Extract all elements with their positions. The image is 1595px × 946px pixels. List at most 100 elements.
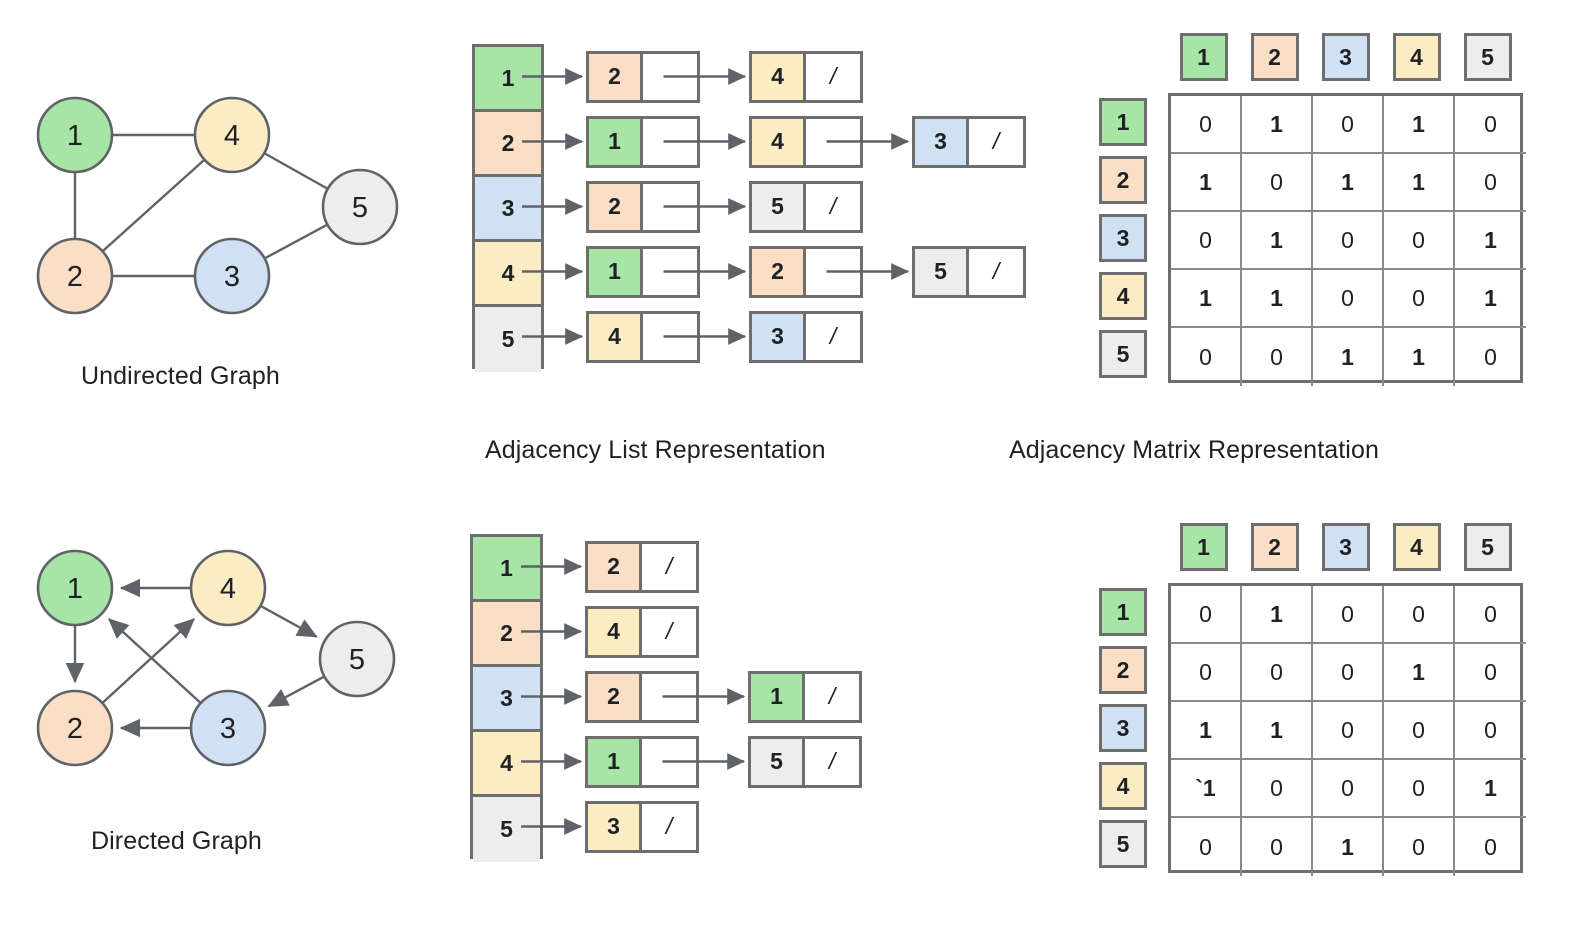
list-index-cell[interactable]: 1	[473, 537, 540, 602]
matrix-cell: 1	[1313, 154, 1384, 212]
matrix-column-header[interactable]: 1	[1179, 523, 1228, 571]
list-node[interactable]: 2	[749, 245, 863, 298]
adjacency-list-caption: Adjacency List Representation	[485, 436, 826, 464]
graph-edge	[102, 618, 195, 704]
list-node[interactable]: 1	[585, 735, 699, 788]
matrix-row-header[interactable]: 2	[1099, 646, 1147, 694]
matrix-cell: 0	[1242, 154, 1313, 212]
list-node[interactable]: 3/	[585, 800, 699, 853]
node-circle	[36, 689, 114, 767]
matrix-cell: 0	[1171, 96, 1242, 154]
list-node[interactable]: 5/	[912, 245, 1026, 298]
list-node-null-pointer: /	[828, 748, 836, 774]
matrix-row-header[interactable]: 5	[1099, 330, 1147, 378]
matrix-row-header[interactable]: 1	[1099, 98, 1147, 146]
adjacency-matrix-caption: Adjacency Matrix Representation	[1009, 436, 1379, 464]
graph-edge	[108, 618, 201, 704]
list-node[interactable]: 2	[586, 180, 700, 233]
list-node[interactable]: 2	[586, 50, 700, 103]
list-node-next-pointer	[643, 184, 697, 230]
list-node[interactable]: 4	[586, 310, 700, 363]
list-index-cell[interactable]: 3	[473, 667, 540, 732]
list-index-cell[interactable]: 4	[475, 242, 541, 307]
graph-node-3[interactable]: 3	[193, 237, 271, 315]
node-circle	[193, 96, 271, 174]
matrix-column-header[interactable]: 2	[1250, 33, 1299, 81]
matrix-cell: 0	[1313, 644, 1384, 702]
list-node[interactable]: 1/	[748, 670, 862, 723]
node-label: 5	[349, 644, 365, 676]
list-index-cell[interactable]: 2	[473, 602, 540, 667]
matrix-cell: 1	[1242, 270, 1313, 328]
matrix-cell: 1	[1171, 154, 1242, 212]
list-node[interactable]: 5/	[749, 180, 863, 233]
undirected-graph-caption: Undirected Graph	[81, 362, 280, 390]
graph-edge	[264, 152, 328, 190]
matrix-cell: 0	[1455, 586, 1526, 644]
matrix-column-header[interactable]: 4	[1392, 33, 1441, 81]
undirected-edges	[73, 133, 328, 278]
list-node[interactable]: 2	[585, 670, 699, 723]
list-node-null-pointer: /	[829, 193, 837, 219]
list-node-null-pointer: /	[665, 813, 673, 839]
matrix-cell: 0	[1171, 644, 1242, 702]
graph-node-2[interactable]: 2	[36, 689, 114, 767]
list-index-cell[interactable]: 5	[473, 797, 540, 862]
graph-node-5[interactable]: 5	[321, 168, 399, 246]
list-node[interactable]: 1	[586, 245, 700, 298]
matrix-cell: 0	[1384, 702, 1455, 760]
matrix-column-header[interactable]: 4	[1392, 523, 1441, 571]
matrix-row-header[interactable]: 3	[1099, 214, 1147, 262]
matrix-cell: 0	[1313, 270, 1384, 328]
list-node[interactable]: 1	[586, 115, 700, 168]
directed-edges	[65, 578, 325, 738]
graph-node-4[interactable]: 4	[189, 549, 267, 627]
node-circle	[36, 237, 114, 315]
graph-edge	[102, 159, 205, 252]
list-node-value: 3	[752, 313, 807, 360]
list-index-cell[interactable]: 3	[475, 177, 541, 242]
matrix-cell: 0	[1484, 343, 1497, 370]
list-node[interactable]: 3/	[912, 115, 1026, 168]
matrix-column-header[interactable]: 3	[1321, 33, 1370, 81]
matrix-column-header[interactable]: 3	[1321, 523, 1370, 571]
matrix-column-header[interactable]: 5	[1463, 33, 1512, 81]
list-node[interactable]: 5/	[748, 735, 862, 788]
graph-node-1[interactable]: 1	[36, 549, 114, 627]
matrix-row-header[interactable]: 5	[1099, 820, 1147, 868]
list-node-value: 5	[915, 248, 970, 295]
matrix-cell: 1	[1455, 212, 1526, 270]
list-node-next-pointer	[643, 54, 697, 100]
matrix-row-header[interactable]: 4	[1099, 762, 1147, 810]
list-node[interactable]: 4/	[749, 50, 863, 103]
node-circle	[318, 620, 396, 698]
list-node-value: 4	[589, 313, 644, 360]
matrix-row-header[interactable]: 4	[1099, 272, 1147, 320]
matrix-cell: 0	[1455, 644, 1526, 702]
matrix-column-header[interactable]: 1	[1179, 33, 1228, 81]
graph-node-3[interactable]: 3	[189, 689, 267, 767]
list-node-value: 1	[589, 118, 644, 165]
list-node[interactable]: 4/	[585, 605, 699, 658]
list-index-cell[interactable]: 2	[475, 112, 541, 177]
list-node-null-pointer: /	[829, 63, 837, 89]
list-node-value: 2	[752, 248, 807, 295]
matrix-row-header[interactable]: 2	[1099, 156, 1147, 204]
matrix-column-header[interactable]: 2	[1250, 523, 1299, 571]
graph-node-4[interactable]: 4	[193, 96, 271, 174]
list-node[interactable]: 4	[749, 115, 863, 168]
list-node[interactable]: 2/	[585, 540, 699, 593]
matrix-row-header[interactable]: 1	[1099, 588, 1147, 636]
list-index-cell[interactable]: 4	[473, 732, 540, 797]
matrix-row-header[interactable]: 3	[1099, 704, 1147, 752]
list-index-cell[interactable]: 1	[475, 47, 541, 112]
graph-node-5[interactable]: 5	[318, 620, 396, 698]
matrix-cell: 1	[1455, 760, 1526, 818]
graph-node-2[interactable]: 2	[36, 237, 114, 315]
matrix-column-header[interactable]: 5	[1463, 523, 1512, 571]
graph-node-1[interactable]: 1	[36, 96, 114, 174]
list-index-cell[interactable]: 5	[475, 307, 541, 372]
list-node[interactable]: 3/	[749, 310, 863, 363]
